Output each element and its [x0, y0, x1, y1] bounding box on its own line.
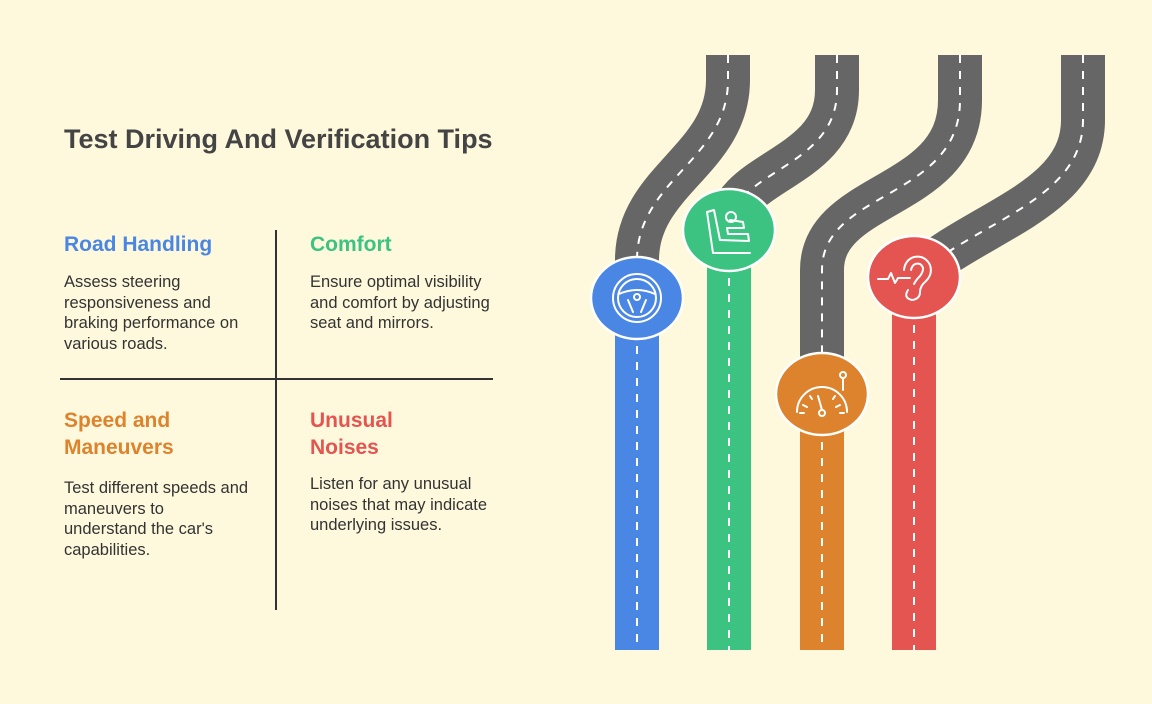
steering-wheel-icon-circle [589, 255, 685, 341]
noises-heading: Unusual Noises [310, 409, 393, 459]
comfort-heading: Comfort [310, 233, 392, 256]
speed-text: Test different speeds and maneuvers to u… [64, 479, 249, 559]
ear-icon [877, 255, 932, 301]
speedometer-icon [796, 371, 848, 417]
speed-heading: Speed and Maneuvers [64, 409, 174, 459]
steering-wheel-icon [612, 273, 662, 323]
page-title: Test Driving And Verification Tips [64, 124, 493, 154]
comfort-text: Ensure optimal visibility and comfort by… [310, 273, 490, 332]
horizontal-divider [60, 378, 493, 380]
road-handling-heading: Road Handling [64, 233, 213, 256]
noises-text: Listen for any unusual noises that may i… [310, 475, 488, 534]
car-seat-icon-circle [681, 187, 777, 273]
speedometer-icon-circle [774, 351, 870, 437]
ear-icon-circle [866, 234, 962, 320]
car-seat-icon [706, 209, 751, 254]
vertical-divider [275, 230, 277, 610]
road-handling-text: Assess steering responsiveness and braki… [64, 273, 239, 353]
